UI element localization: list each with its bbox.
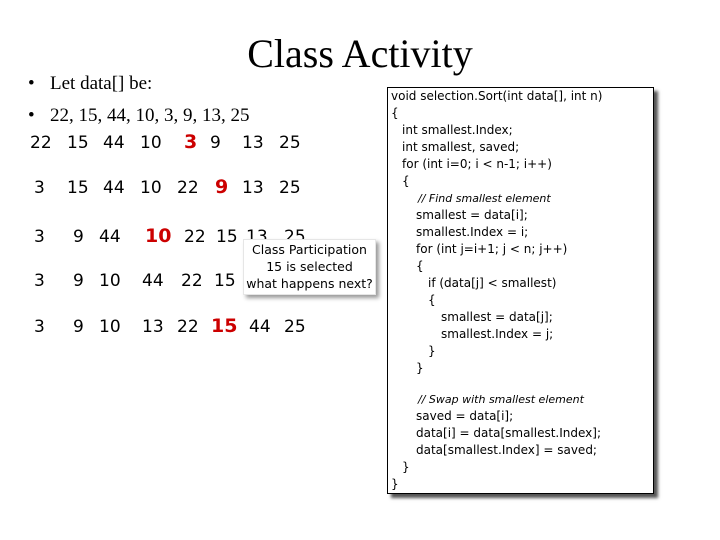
- code-line: int smallest.Index;: [402, 123, 513, 137]
- trace-value-highlighted: 3: [184, 131, 198, 153]
- code-line: smallest.Index = j;: [441, 327, 554, 341]
- trace-value-highlighted: 15: [211, 315, 238, 337]
- trace-value: 3: [34, 317, 45, 337]
- trace-value: 10: [99, 317, 121, 337]
- bullet-dot-icon: •: [28, 73, 35, 94]
- trace-value: 10: [140, 133, 162, 153]
- code-line: for (int j=i+1; j < n; j++): [416, 242, 568, 256]
- class-participation-callout: Class Participation 15 is selected what …: [243, 239, 376, 295]
- code-line: void selection.Sort(int data[], int n): [391, 89, 603, 103]
- trace-value: 25: [279, 178, 301, 198]
- code-line: {: [416, 259, 424, 273]
- trace-value: 10: [140, 178, 162, 198]
- code-line: int smallest, saved;: [402, 140, 520, 154]
- trace-value: 25: [284, 317, 306, 337]
- trace-value: 15: [67, 133, 89, 153]
- code-line: }: [391, 477, 399, 491]
- trace-value: 25: [279, 133, 301, 153]
- trace-value-highlighted: 10: [145, 225, 172, 247]
- bullet-dot-icon: •: [28, 105, 35, 126]
- trace-value: 9: [73, 271, 84, 291]
- bullet-text: 22, 15, 44, 10, 3, 9, 13, 25: [50, 105, 250, 126]
- code-line: data[smallest.Index] = saved;: [416, 443, 597, 457]
- trace-value: 3: [34, 178, 45, 198]
- code-line: smallest = data[i];: [416, 208, 528, 222]
- trace-value: 22: [184, 227, 206, 247]
- trace-value: 3: [34, 271, 45, 291]
- trace-value: 44: [249, 317, 271, 337]
- trace-value: 44: [103, 178, 125, 198]
- trace-value: 44: [99, 227, 121, 247]
- code-line: for (int i=0; i < n-1; i++): [402, 157, 552, 171]
- code-line: }: [402, 460, 410, 474]
- trace-value: 13: [242, 133, 264, 153]
- trace-value: 22: [177, 317, 199, 337]
- code-line: data[i] = data[smallest.Index];: [416, 426, 601, 440]
- code-line: smallest.Index = i;: [416, 225, 529, 239]
- bullet-item: • Let data[] be:: [28, 73, 152, 95]
- code-line: {: [428, 293, 436, 307]
- code-line: {: [402, 174, 410, 188]
- code-line: if (data[j] < smallest): [428, 276, 557, 290]
- trace-value: 44: [103, 133, 125, 153]
- trace-value: 9: [210, 133, 221, 153]
- trace-value: 22: [30, 133, 52, 153]
- trace-value: 3: [34, 227, 45, 247]
- trace-value: 13: [142, 317, 164, 337]
- slide-title: Class Activity: [247, 31, 473, 76]
- trace-value: 15: [67, 178, 89, 198]
- trace-value: 22: [181, 271, 203, 291]
- code-line: }: [416, 361, 424, 375]
- code-comment-line: // Swap with smallest element: [418, 393, 584, 406]
- trace-value: 15: [216, 227, 238, 247]
- code-line: {: [391, 106, 399, 120]
- trace-value: 9: [73, 317, 84, 337]
- code-comment-line: // Find smallest element: [418, 192, 551, 205]
- code-line: smallest = data[j];: [441, 310, 553, 324]
- trace-value: 9: [73, 227, 84, 247]
- trace-value: 15: [214, 271, 236, 291]
- code-line: }: [428, 344, 436, 358]
- trace-value: 22: [177, 178, 199, 198]
- callout-line: 15 is selected: [266, 259, 353, 274]
- callout-line: what happens next?: [246, 276, 373, 291]
- trace-value: 13: [242, 178, 264, 198]
- code-line: saved = data[i];: [416, 409, 514, 423]
- trace-value: 10: [99, 271, 121, 291]
- bullet-item: • 22, 15, 44, 10, 3, 9, 13, 25: [28, 105, 250, 127]
- selection-sort-code-box: void selection.Sort(int data[], int n){i…: [387, 87, 654, 494]
- bullet-text: Let data[] be:: [50, 73, 153, 94]
- trace-value-highlighted: 9: [215, 176, 229, 198]
- callout-line: Class Participation: [252, 242, 367, 257]
- trace-value: 44: [142, 271, 164, 291]
